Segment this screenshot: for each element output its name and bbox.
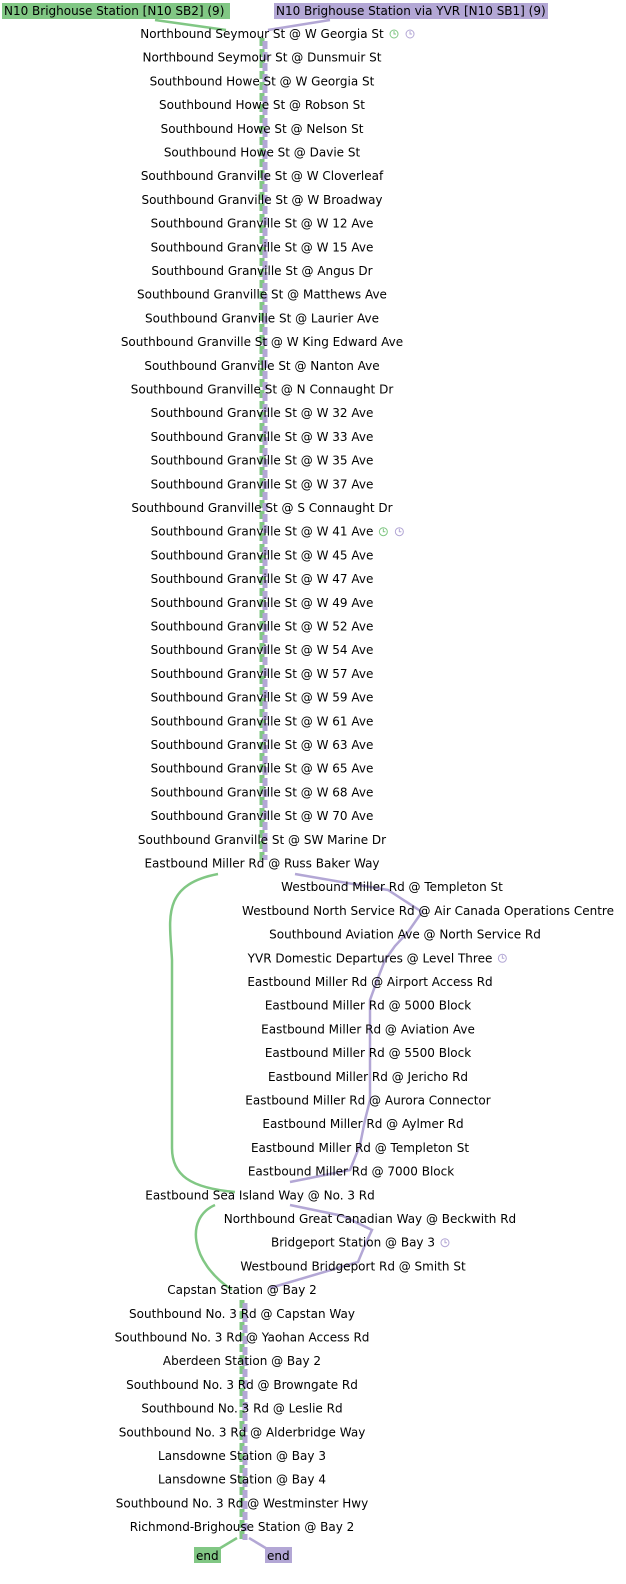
stop-label: Aberdeen Station @ Bay 2 [163, 1354, 321, 1368]
route-sb1-end-label: end [267, 1549, 290, 1563]
stop-label: Southbound Granville St @ SW Marine Dr [138, 833, 386, 847]
route-sb2-header-label: N10 Brighouse Station [N10 SB2] (9) [4, 4, 224, 18]
stop-list: Northbound Seymour St @ W Georgia St Nort… [115, 27, 614, 1534]
stop-label: Eastbound Sea Island Way @ No. 3 Rd [145, 1188, 375, 1202]
stop-label: Southbound Granville St @ W 63 Ave [151, 738, 374, 752]
stop-label: Southbound Granville St @ W 15 Ave [151, 240, 374, 254]
stop-label: Southbound Howe St @ W Georgia St [150, 74, 375, 88]
route-sb2-direct-loop [168, 872, 236, 1194]
stop-label: Southbound Granville St @ W 70 Ave [151, 809, 374, 823]
stop-label: Southbound Granville St @ W Cloverleaf [141, 169, 384, 183]
stop-label: Bridgeport Station @ Bay 3 [271, 1236, 435, 1250]
stop-label: Eastbound Miller Rd @ Aurora Connector [245, 1094, 490, 1108]
stop-label: Eastbound Miller Rd @ 5500 Block [265, 1046, 471, 1060]
route-sb2-header-bg [2, 3, 230, 19]
stop-label: Eastbound Miller Rd @ Russ Baker Way [144, 857, 379, 871]
stop-label: Southbound Granville St @ W 35 Ave [151, 454, 374, 468]
stop-label: Southbound Granville St @ W 33 Ave [151, 430, 374, 444]
stop-label: Southbound Granville St @ S Connaught Dr [131, 501, 392, 515]
stop-label: Southbound Granville St @ W 57 Ave [151, 667, 374, 681]
stop-label: Southbound Granville St @ W 12 Ave [151, 217, 374, 231]
stop-label: Southbound Granville St @ Nanton Ave [144, 359, 379, 373]
timepoint-markers [378, 29, 507, 1248]
stop-label: Northbound Great Canadian Way @ Beckwith… [224, 1212, 516, 1226]
stop-label: Northbound Seymour St @ Dunsmuir St [142, 51, 381, 65]
route-sb1-start-connector [267, 18, 331, 32]
stop-label: Westbound North Service Rd @ Air Canada … [242, 904, 614, 918]
stop-label: Southbound No. 3 Rd @ Yaohan Access Rd [115, 1331, 370, 1345]
stop-label: Southbound Granville St @ W 52 Ave [151, 620, 374, 634]
route-sb1-bridgeport-detour [269, 1203, 374, 1290]
stop-label: Southbound Howe St @ Robson St [159, 98, 365, 112]
stop-label: Southbound Granville St @ N Connaught Dr [131, 383, 394, 397]
stop-label: Southbound Howe St @ Davie St [164, 146, 361, 160]
stop-label: Eastbound Miller Rd @ Templeton St [251, 1141, 469, 1155]
stop-label: Southbound Granville St @ W 68 Ave [151, 785, 374, 799]
stop-label: Southbound No. 3 Rd @ Capstan Way [129, 1307, 355, 1321]
stop-label: Southbound Aviation Ave @ North Service … [269, 928, 541, 942]
stop-label: Southbound Granville St @ W 61 Ave [151, 714, 374, 728]
route-sb1-header-label: N10 Brighouse Station via YVR [N10 SB1] … [276, 4, 546, 18]
stop-label: Southbound Granville St @ W King Edward … [121, 335, 403, 349]
stop-label: Lansdowne Station @ Bay 4 [158, 1473, 326, 1487]
stop-label: Southbound Granville St @ Matthews Ave [137, 288, 387, 302]
route-sb1-end-bg [265, 1547, 292, 1563]
stop-label: Eastbound Miller Rd @ Jericho Rd [268, 1070, 468, 1084]
stop-label: YVR Domestic Departures @ Level Three [247, 951, 493, 965]
stop-label: Southbound No. 3 Rd @ Browngate Rd [126, 1378, 358, 1392]
route-sb2-sea-island-connector [194, 1203, 233, 1292]
stop-label: Southbound Granville St @ Laurier Ave [145, 311, 379, 325]
clock-icon [440, 1238, 450, 1248]
stop-label: Capstan Station @ Bay 2 [167, 1283, 317, 1297]
stop-label: Eastbound Miller Rd @ 5000 Block [265, 999, 471, 1013]
stop-label: Southbound Granville St @ Angus Dr [151, 264, 372, 278]
stop-label: Northbound Seymour St @ W Georgia St [140, 27, 384, 41]
route-sb2-end-bg [194, 1547, 221, 1563]
stop-label: Eastbound Miller Rd @ 7000 Block [248, 1165, 454, 1179]
stop-label: Southbound Granville St @ W 37 Ave [151, 477, 374, 491]
stop-label: Richmond-Brighouse Station @ Bay 2 [130, 1520, 355, 1534]
clock-icon [378, 527, 388, 537]
stop-label: Southbound Granville St @ W 45 Ave [151, 548, 374, 562]
stop-label: Southbound No. 3 Rd @ Westminster Hwy [116, 1496, 368, 1510]
stop-label: Southbound Granville St @ W 32 Ave [151, 406, 374, 420]
clock-icon [497, 953, 507, 963]
stop-label: Southbound Granville St @ W 54 Ave [151, 643, 374, 657]
stop-label: Southbound Granville St @ W 49 Ave [151, 596, 374, 610]
stop-label: Southbound Granville St @ W 65 Ave [151, 762, 374, 776]
stop-label: Eastbound Miller Rd @ Aviation Ave [261, 1022, 475, 1036]
stop-label: Eastbound Miller Rd @ Aylmer Rd [262, 1117, 463, 1131]
stop-label: Eastbound Miller Rd @ Airport Access Rd [247, 975, 492, 989]
stop-label: Westbound Bridgeport Rd @ Smith St [240, 1259, 466, 1273]
route-headers: N10 Brighouse Station [N10 SB2] (9) N10 … [2, 3, 548, 19]
route-sb2-start-connector [154, 18, 227, 32]
clock-icon [389, 29, 399, 39]
stop-label: Lansdowne Station @ Bay 3 [158, 1449, 326, 1463]
clock-icon [394, 527, 404, 537]
stop-label: Southbound Granville St @ W 59 Ave [151, 691, 374, 705]
route-sb1-yvr-detour [289, 872, 424, 1184]
route-ends: end end [194, 1547, 292, 1563]
stop-label: Southbound No. 3 Rd @ Leslie Rd [141, 1402, 342, 1416]
stop-label: Southbound Granville St @ W 47 Ave [151, 572, 374, 586]
stop-label: Southbound Granville St @ W 41 Ave [151, 525, 374, 539]
route-sb1-header-bg [274, 3, 548, 19]
stop-label: Southbound Granville St @ W Broadway [141, 193, 382, 207]
clock-icon [405, 29, 415, 39]
stop-label: Southbound No. 3 Rd @ Alderbridge Way [119, 1425, 366, 1439]
stop-label: Westbound Miller Rd @ Templeton St [281, 880, 503, 894]
route-sb2-end-label: end [196, 1549, 219, 1563]
stop-label: Southbound Howe St @ Nelson St [161, 122, 364, 136]
